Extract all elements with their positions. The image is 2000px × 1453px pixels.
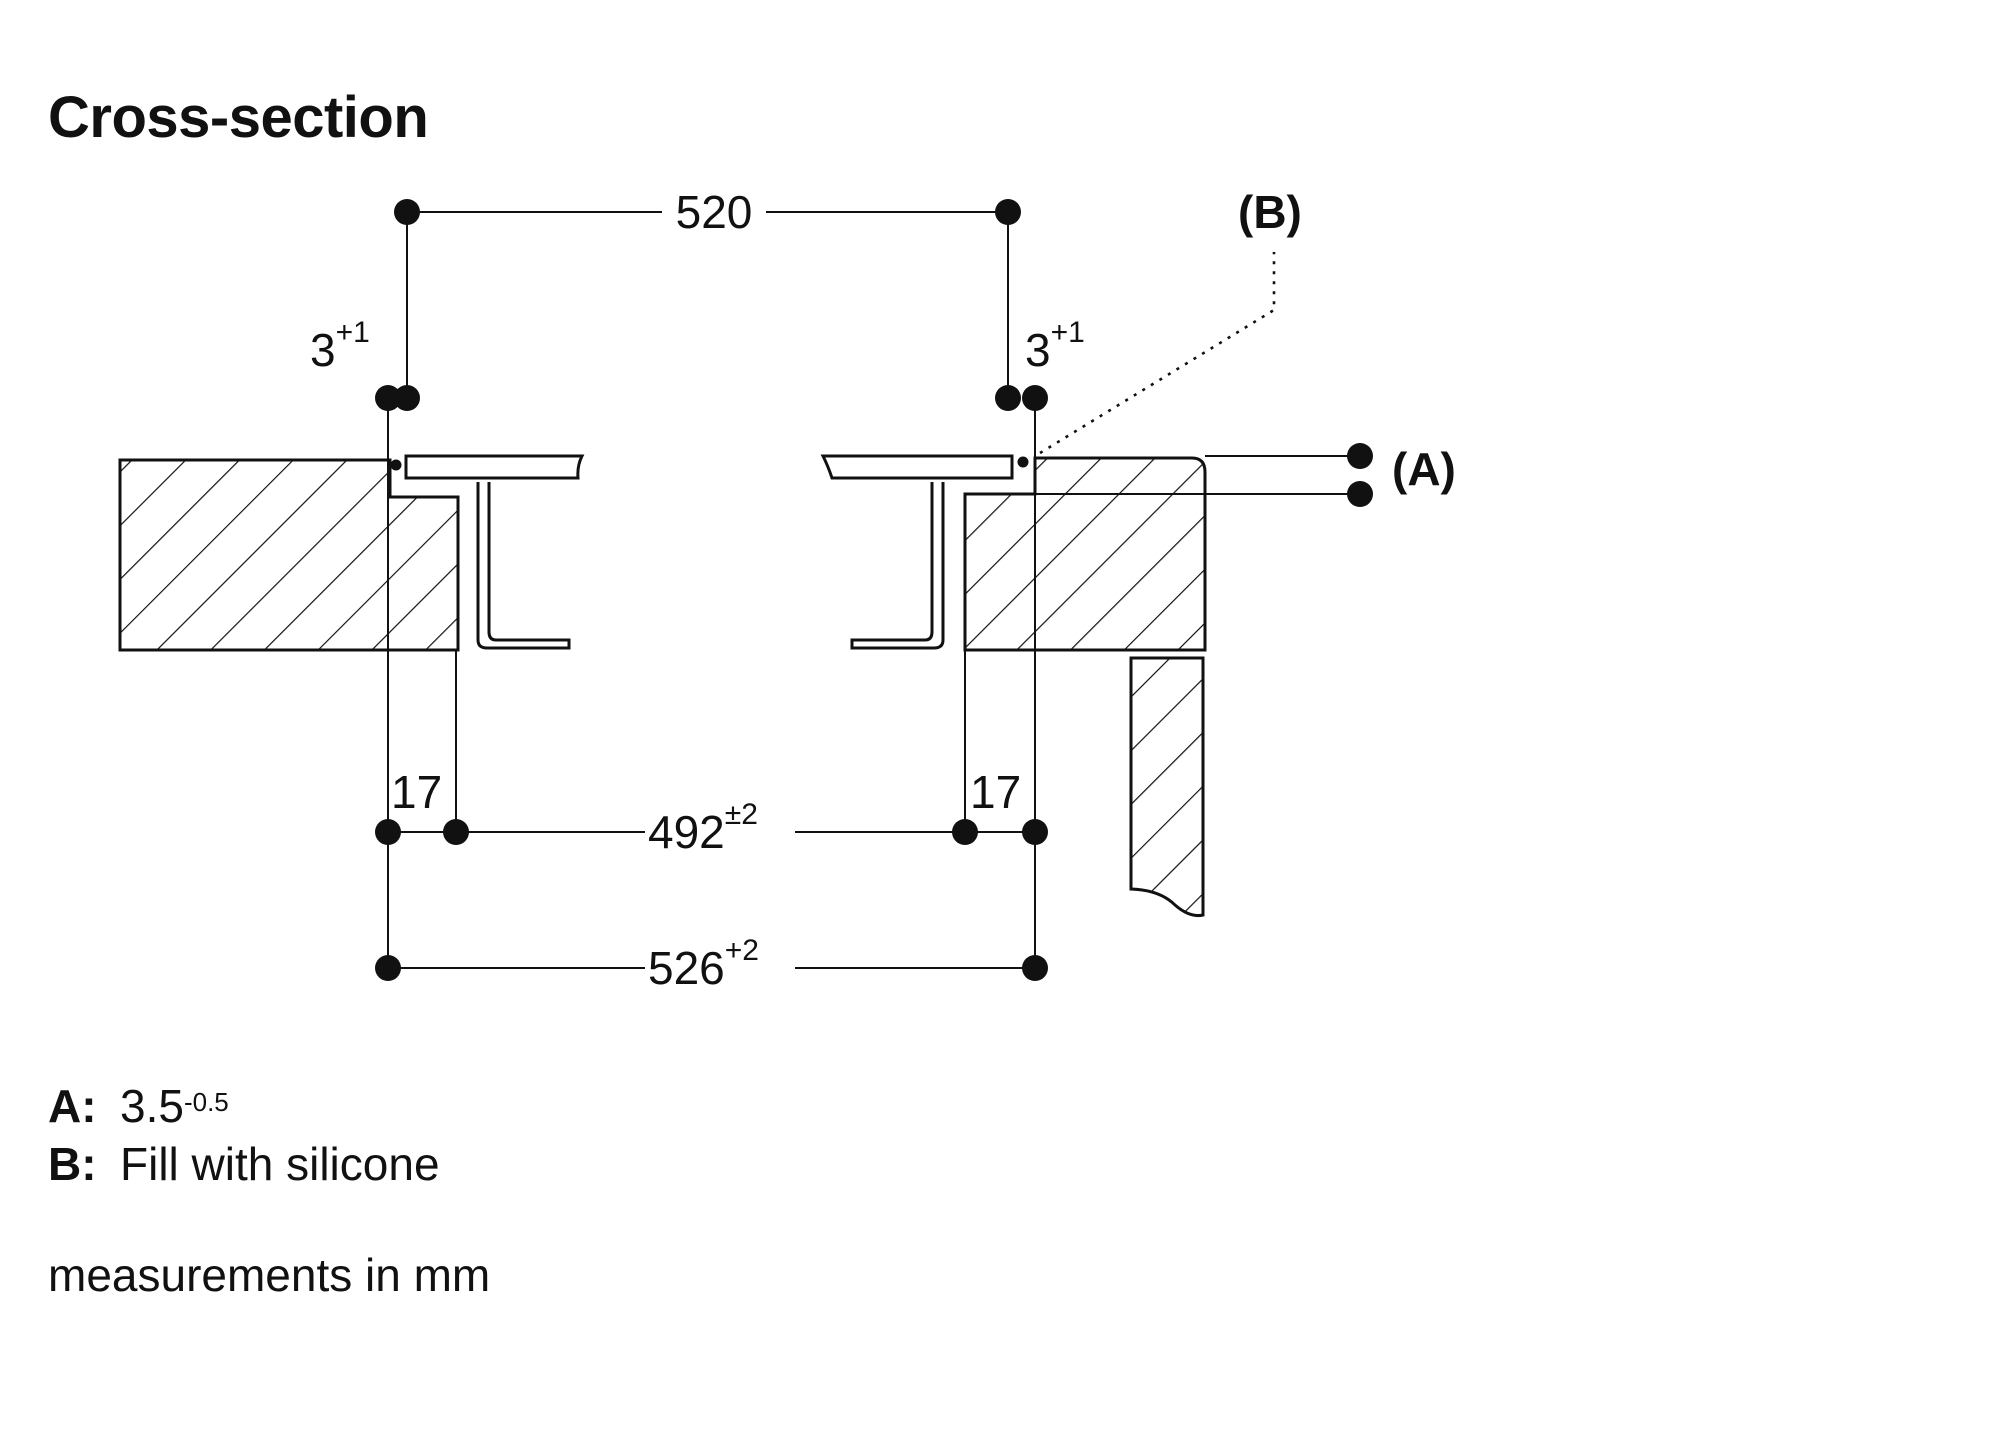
legend-b-value: Fill with silicone <box>120 1138 440 1190</box>
dimension-lines <box>387 211 1360 969</box>
dim-17-left: 17 <box>391 766 442 818</box>
page-title: Cross-section <box>48 85 429 150</box>
legend-a-key: A: <box>48 1080 97 1132</box>
units-note: measurements in mm <box>48 1249 491 1301</box>
label-b: (B) <box>1238 186 1302 238</box>
left-hob-edge <box>404 454 585 650</box>
silicone-dot-left <box>390 459 402 471</box>
dim-492: 492±2 <box>648 798 758 858</box>
dimension-dots <box>375 199 1373 981</box>
legend-b: B: Fill with silicone <box>48 1136 440 1192</box>
dim-17-right: 17 <box>970 766 1021 818</box>
cabinet-side-panel <box>1129 656 1205 917</box>
right-hob-edge <box>820 454 1014 650</box>
label-a: (A) <box>1392 443 1456 495</box>
dim-gap-left: 3+1 <box>310 316 370 376</box>
silicone-dot-right <box>1017 456 1029 468</box>
right-worktop <box>963 456 1207 652</box>
leader-b <box>1039 252 1276 455</box>
legend-a-value: 3.5 <box>120 1080 184 1132</box>
dim-520: 520 <box>676 186 753 238</box>
dim-gap-right: 3+1 <box>1025 316 1085 376</box>
legend-a: A: 3.5-0.5 <box>48 1078 229 1134</box>
dim-526: 526+2 <box>648 934 759 994</box>
legend-a-tolerance: -0.5 <box>183 1087 229 1117</box>
legend-b-key: B: <box>48 1138 97 1190</box>
left-worktop <box>118 458 460 652</box>
